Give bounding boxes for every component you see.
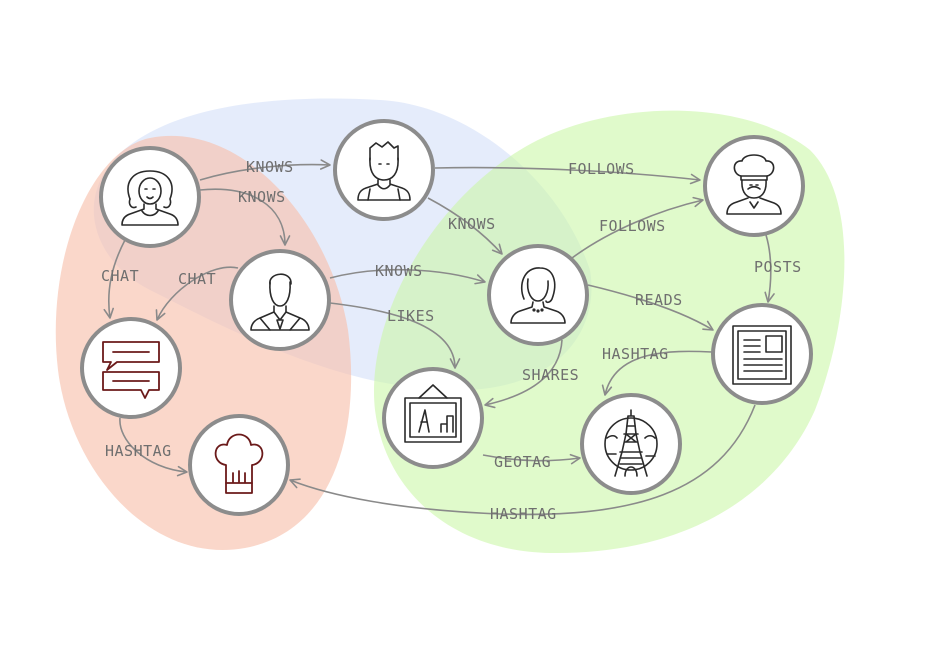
chef-icon xyxy=(726,154,782,215)
edge-article-eiffel xyxy=(601,350,713,396)
edge-chef-article xyxy=(764,234,775,303)
node-eiffel[interactable] xyxy=(580,393,682,495)
framed-picture-icon xyxy=(404,384,462,443)
node-picture[interactable] xyxy=(382,367,484,469)
edge-label: READS xyxy=(635,291,683,309)
edge-label: CHAT xyxy=(178,270,216,288)
chef-hat-icon xyxy=(214,433,264,494)
edge-man-lady xyxy=(329,268,486,285)
lady-icon xyxy=(510,267,566,324)
edge-label: POSTS xyxy=(754,258,802,276)
nodes xyxy=(80,119,813,516)
edge-label: FOLLOWS xyxy=(599,217,666,235)
edge-picture-eiffel xyxy=(482,453,581,465)
edge-label: KNOWS xyxy=(246,158,294,176)
edge-lady-picture xyxy=(484,339,563,409)
newspaper-icon xyxy=(732,325,792,385)
eiffel-tower-icon xyxy=(604,409,658,477)
edge-label: SHARES xyxy=(522,366,579,384)
node-boy[interactable] xyxy=(333,119,435,221)
node-lady[interactable] xyxy=(487,244,589,346)
node-chat[interactable] xyxy=(80,317,182,419)
node-chef-hat[interactable] xyxy=(188,414,290,516)
woman-icon xyxy=(121,170,179,226)
edge-label: GEOTAG xyxy=(494,453,551,471)
edge-label: KNOWS xyxy=(238,188,286,206)
edge-boy-chef xyxy=(434,166,701,185)
node-woman[interactable] xyxy=(99,146,201,248)
edge-label: CHAT xyxy=(101,267,139,285)
businessman-icon xyxy=(250,273,310,331)
node-businessman[interactable] xyxy=(229,249,331,351)
edge-label: HASHTAG xyxy=(602,345,669,363)
edge-labels: KNOWS KNOWS CHAT CHAT FOLLOWS KNOWS KNOW… xyxy=(101,158,802,523)
edge-label: HASHTAG xyxy=(490,505,557,523)
edge-lady-article xyxy=(587,284,714,331)
edge-label: KNOWS xyxy=(448,215,496,233)
edge-chat-toque xyxy=(119,417,188,477)
edge-woman-chat xyxy=(103,239,126,319)
edge-woman-boy xyxy=(199,159,331,181)
edge-label: LIKES xyxy=(387,307,435,325)
edge-label: KNOWS xyxy=(375,262,423,280)
edge-lady-chef xyxy=(571,196,704,259)
edges xyxy=(103,159,775,516)
edge-label: HASHTAG xyxy=(105,442,172,460)
node-newspaper[interactable] xyxy=(711,303,813,405)
edge-woman-man xyxy=(199,188,291,246)
edge-man-picture xyxy=(329,302,461,369)
edge-label: FOLLOWS xyxy=(568,160,635,178)
node-chef[interactable] xyxy=(703,135,805,237)
boy-icon xyxy=(357,141,411,201)
edge-boy-lady xyxy=(427,197,503,255)
edge-article-toque xyxy=(289,404,756,516)
edge-man-chat xyxy=(155,266,239,321)
chat-icon xyxy=(102,341,160,399)
